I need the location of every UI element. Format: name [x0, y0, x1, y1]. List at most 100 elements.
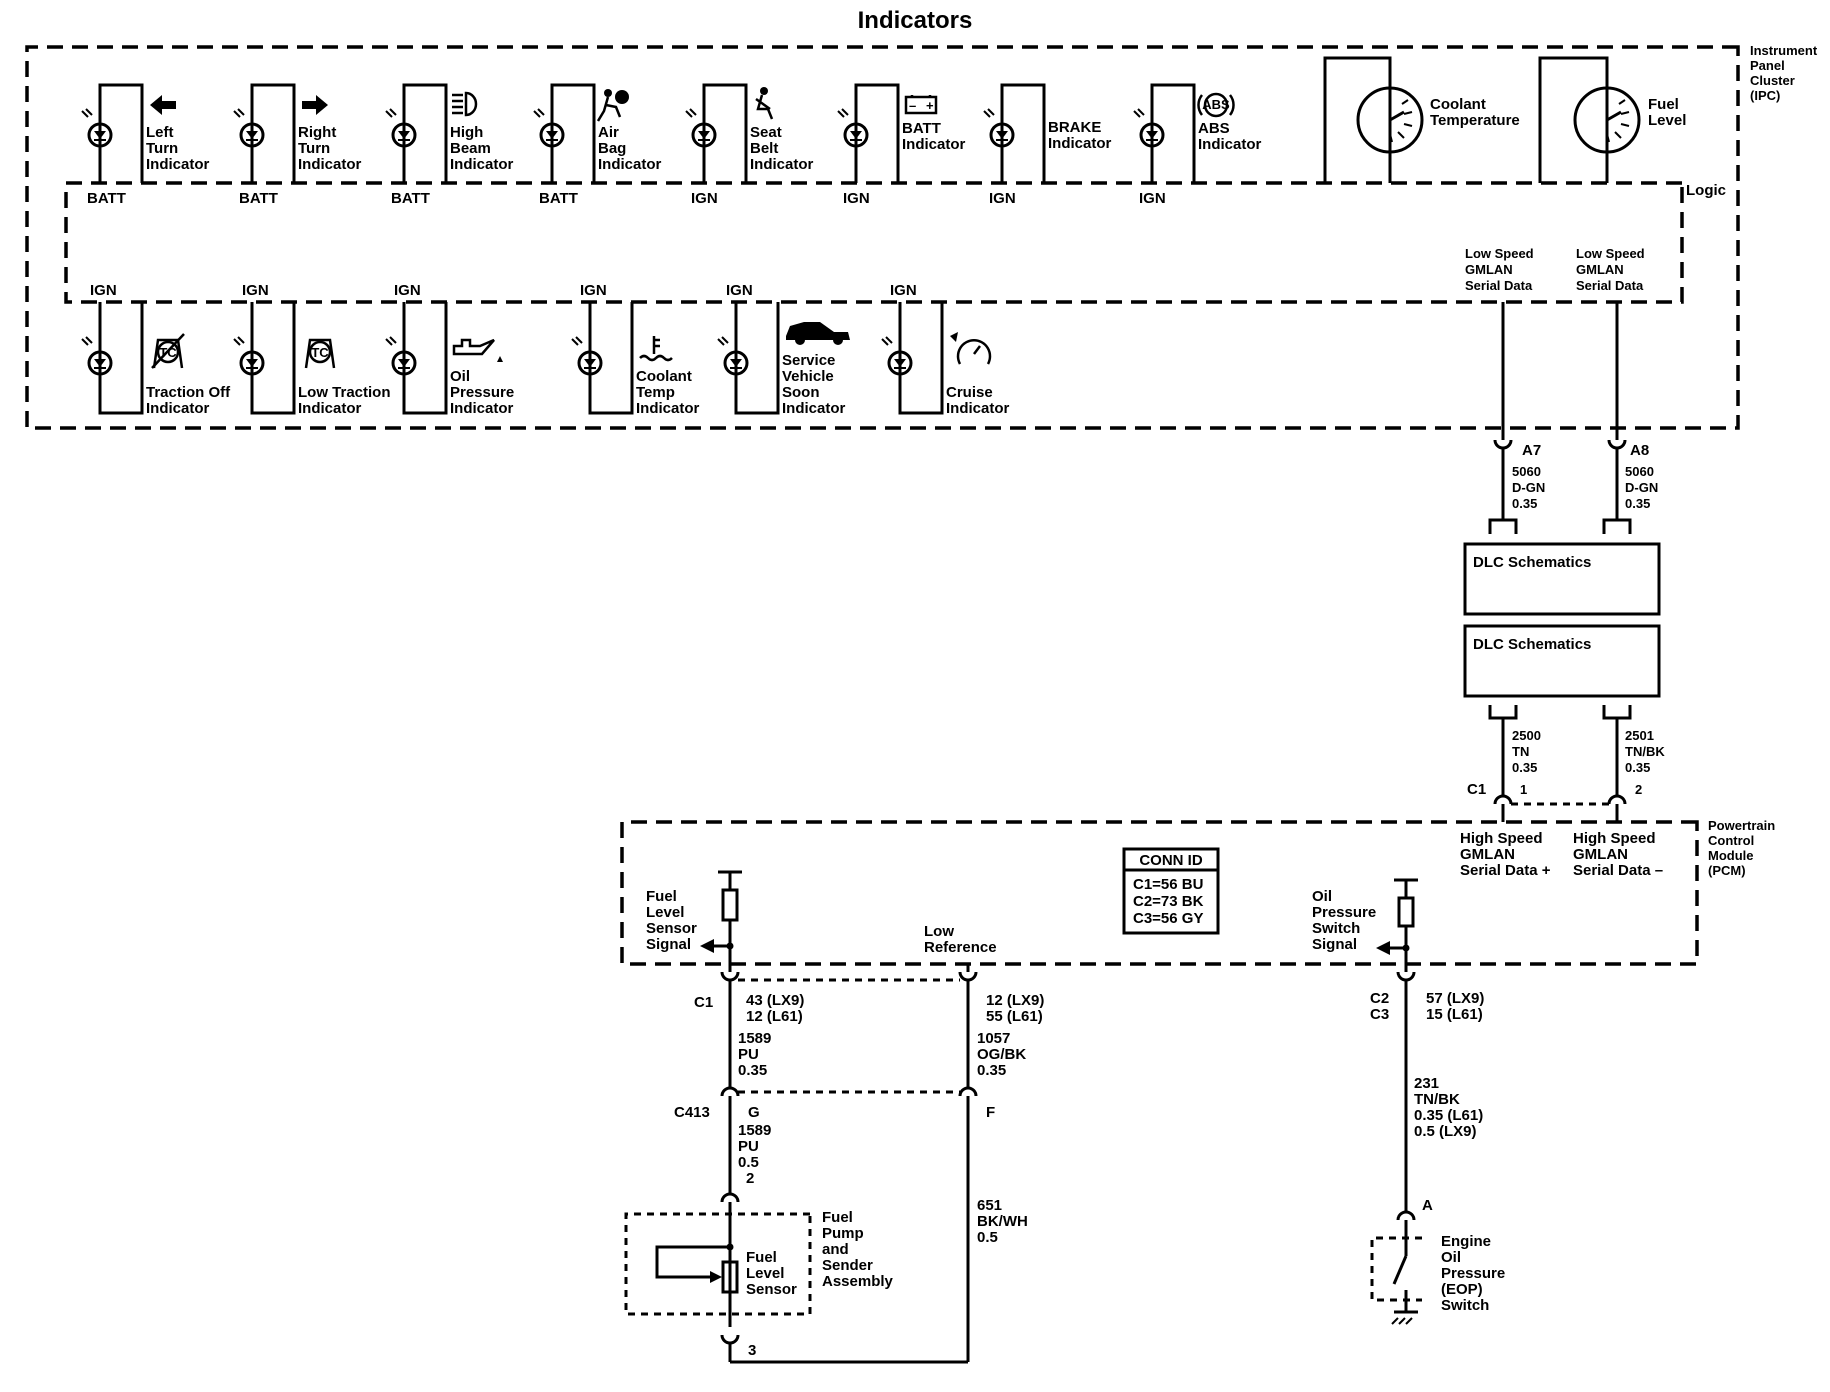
dlc-schematics-box-1[interactable]: DLC Schematics [1463, 542, 1661, 616]
fuel-level-gauge: Fuel Level [1538, 56, 1686, 183]
pcm-name: Powertrain Control Module (PCM) [1708, 818, 1775, 878]
high-beam-icon [452, 91, 478, 117]
low-speed-serial-label-a7: Low Speed GMLAN Serial Data [1465, 246, 1534, 293]
svg-text:0.35 (L61): 0.35 (L61) [1414, 1107, 1483, 1124]
traction-off-icon: TC [151, 333, 185, 369]
svg-text:OG/BK: OG/BK [977, 1046, 1026, 1063]
svg-text:IGN: IGN [580, 282, 607, 299]
logic-boundary [64, 181, 1684, 304]
svg-text:GMLAN: GMLAN [1573, 846, 1628, 863]
svg-text:BK/WH: BK/WH [977, 1213, 1028, 1230]
svg-text:Coolant: Coolant [1430, 96, 1486, 113]
svg-text:(IPC): (IPC) [1750, 88, 1780, 103]
svg-text:Oil: Oil [1441, 1249, 1461, 1266]
svg-text:C3=56 GY: C3=56 GY [1133, 910, 1203, 927]
svg-text:Beam: Beam [450, 140, 491, 157]
svg-text:Instrument: Instrument [1750, 43, 1818, 58]
svg-text:Powertrain: Powertrain [1708, 818, 1775, 833]
svg-text:Module: Module [1708, 848, 1754, 863]
svg-text:High Speed: High Speed [1573, 830, 1656, 847]
svg-text:0.35: 0.35 [738, 1062, 767, 1079]
svg-text:2500: 2500 [1512, 728, 1541, 743]
svg-text:Traction Off: Traction Off [146, 384, 231, 401]
pcm-c1-label: C1 [1467, 781, 1486, 798]
conn-id-table: CONN ID C1=56 BU C2=73 BK C3=56 GY [1122, 847, 1220, 935]
svg-text:TN/BK: TN/BK [1414, 1091, 1460, 1108]
svg-text:DLC Schematics: DLC Schematics [1473, 636, 1591, 653]
svg-text:Assembly: Assembly [822, 1273, 894, 1290]
svg-text:1589: 1589 [738, 1030, 771, 1047]
svg-text:Indicator: Indicator [1048, 135, 1112, 152]
ipc-boundary [25, 45, 1740, 430]
dlc-schematics-box-2[interactable]: DLC Schematics [1463, 624, 1661, 698]
svg-text:IGN: IGN [843, 190, 870, 207]
svg-text:5060: 5060 [1625, 464, 1654, 479]
svg-text:TC: TC [311, 345, 329, 360]
svg-text:Signal: Signal [1312, 936, 1357, 953]
low-traction-icon: TC [304, 338, 336, 369]
svg-text:(EOP): (EOP) [1441, 1281, 1483, 1298]
ipc-dlc-wire-a8: A8 5060 D-GN 0.35 [1602, 302, 1658, 534]
svg-text:Turn: Turn [298, 140, 330, 157]
svg-text:C2: C2 [1370, 990, 1389, 1007]
service-car-icon [786, 322, 850, 345]
svg-text:Bag: Bag [598, 140, 626, 157]
svg-text:C413: C413 [674, 1104, 710, 1121]
svg-text:IGN: IGN [726, 282, 753, 299]
svg-text:Indicator: Indicator [902, 136, 966, 153]
svg-text:Low Traction: Low Traction [298, 384, 391, 401]
svg-text:BATT: BATT [391, 190, 430, 207]
svg-text:Service: Service [782, 352, 835, 369]
svg-text:Engine: Engine [1441, 1233, 1491, 1250]
svg-text:Sensor: Sensor [746, 1281, 797, 1298]
airbag-icon [596, 89, 629, 122]
svg-text:GMLAN: GMLAN [1465, 262, 1513, 277]
svg-text:Serial Data: Serial Data [1465, 278, 1533, 293]
svg-text:0.5: 0.5 [977, 1229, 998, 1246]
svg-text:Pump: Pump [822, 1225, 864, 1242]
svg-text:Seat: Seat [750, 124, 782, 141]
svg-text:5060: 5060 [1512, 464, 1541, 479]
svg-text:0.35: 0.35 [1625, 760, 1650, 775]
svg-text:BATT: BATT [902, 120, 941, 137]
svg-text:Pressure: Pressure [1312, 904, 1376, 921]
low-reference-label: Low Reference [924, 923, 997, 956]
svg-text:Coolant: Coolant [636, 368, 692, 385]
svg-text:Right: Right [298, 124, 336, 141]
svg-text:and: and [822, 1241, 849, 1258]
svg-text:A7: A7 [1522, 442, 1541, 459]
svg-text:PU: PU [738, 1046, 759, 1063]
oil-pressure-signal-circuit: Oil Pressure Switch Signal [1312, 878, 1418, 972]
svg-text:+: + [926, 98, 934, 113]
svg-text:F: F [986, 1104, 995, 1121]
svg-text:Vehicle: Vehicle [782, 368, 834, 385]
svg-text:Sender: Sender [822, 1257, 873, 1274]
svg-text:Oil: Oil [450, 368, 470, 385]
ipc-name: Instrument Panel Cluster (IPC) [1750, 43, 1818, 103]
svg-text:1057: 1057 [977, 1030, 1010, 1047]
svg-text:CONN ID: CONN ID [1139, 852, 1203, 869]
svg-text:0.5: 0.5 [738, 1154, 759, 1171]
svg-text:0.35: 0.35 [977, 1062, 1006, 1079]
svg-text:Pressure: Pressure [450, 384, 514, 401]
logic-label: Logic [1686, 182, 1726, 199]
svg-text:Signal: Signal [646, 936, 691, 953]
svg-text:Pressure: Pressure [1441, 1265, 1505, 1282]
svg-text:15 (L61): 15 (L61) [1426, 1006, 1483, 1023]
coolant-temperature-gauge: Coolant Temperature [1323, 56, 1520, 183]
svg-text:Fuel: Fuel [746, 1249, 777, 1266]
abs-icon: ABS [1197, 92, 1235, 118]
svg-text:ABS: ABS [1202, 97, 1230, 112]
dlc-pcm-wire-2500: 2500 TN 0.35 1 [1488, 705, 1541, 822]
svg-text:High Speed: High Speed [1460, 830, 1543, 847]
svg-text:Indicator: Indicator [636, 400, 700, 417]
svg-text:D-GN: D-GN [1625, 480, 1658, 495]
svg-text:Turn: Turn [146, 140, 178, 157]
svg-text:IGN: IGN [890, 282, 917, 299]
